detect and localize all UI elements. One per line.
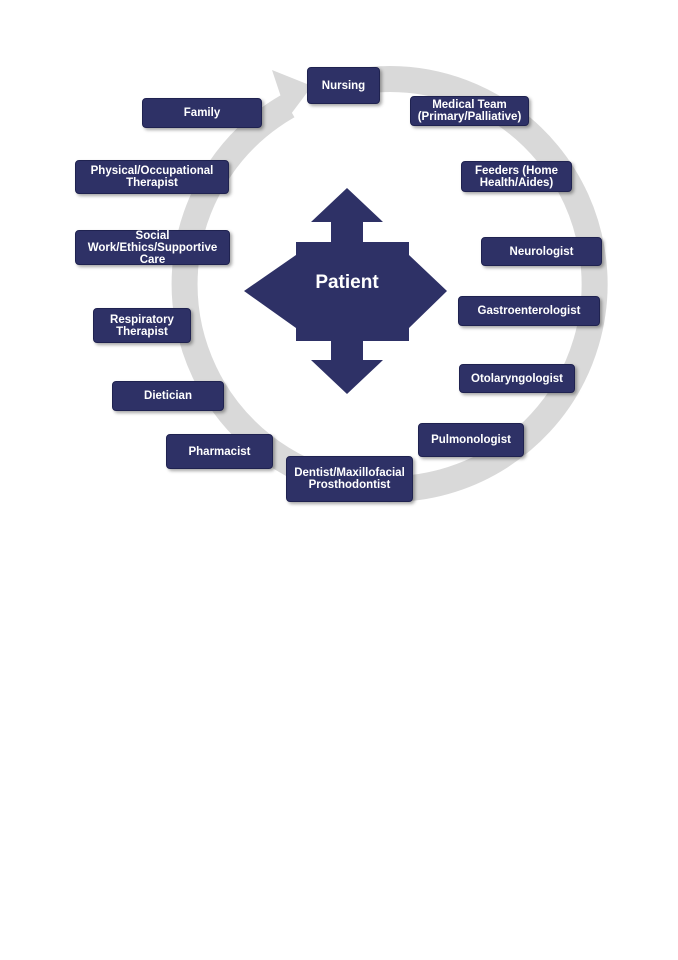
pharmacist-node: Pharmacist	[166, 434, 273, 469]
otolaryngologist-node: Otolaryngologist	[459, 364, 575, 393]
pulmonologist-node: Pulmonologist	[418, 423, 524, 457]
patient-label: Patient	[315, 272, 379, 293]
gastroenterologist-node: Gastroenterologist	[458, 296, 600, 326]
neurologist-node: Neurologist	[481, 237, 602, 266]
medical-team-node: Medical Team(Primary/Palliative)	[410, 96, 529, 126]
cycle-arrowhead-icon	[272, 70, 312, 118]
nursing-node: Nursing	[307, 67, 380, 104]
family-node: Family	[142, 98, 262, 128]
dietician-node: Dietician	[112, 381, 224, 411]
four-way-arrow-icon	[244, 188, 447, 394]
